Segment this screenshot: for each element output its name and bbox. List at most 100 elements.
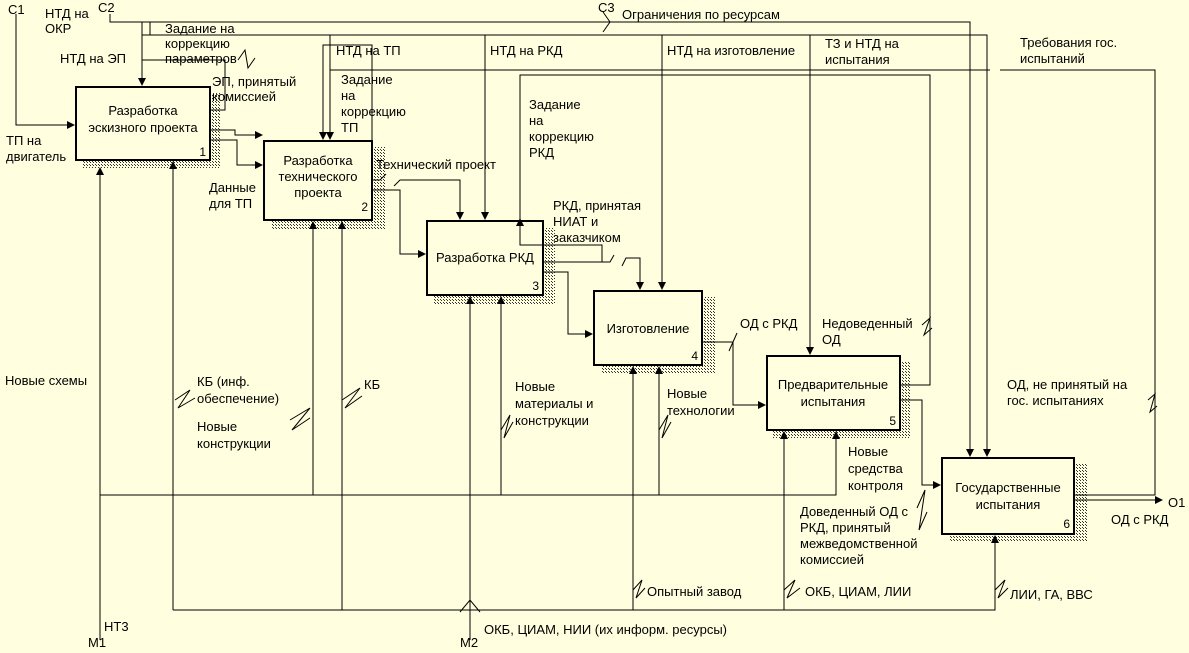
label-zad-tp-2: на xyxy=(341,88,356,103)
label-zad-param-2: коррекцию xyxy=(165,36,230,51)
box-2-title-line-3: проекта xyxy=(294,185,342,200)
label-novye-konstr-2: конструкции xyxy=(197,436,271,451)
label-novye-mat-2: материалы и xyxy=(515,396,593,411)
activity-box-4[interactable]: Изготовление 4 xyxy=(593,290,703,366)
arrow-zad-korr-rkd[interactable] xyxy=(516,218,603,262)
label-c3: C3 xyxy=(598,0,615,15)
label-dannye-tp-2: для ТП xyxy=(209,196,252,211)
label-od-ne-prin-2: гос. испытаниях xyxy=(1007,393,1104,408)
label-zad-rkd-3: коррекцию xyxy=(529,129,594,144)
label-okb-ciam-nii: ОКБ, ЦИАМ, НИИ (их информ. ресурсы) xyxy=(484,622,727,637)
label-zad-tp-4: ТП xyxy=(341,120,358,135)
box-5-title-line-1: Предварительные xyxy=(778,377,888,392)
label-c1: C1 xyxy=(8,2,25,17)
label-m1: M1 xyxy=(88,635,106,650)
arrow-novye-sredstva[interactable] xyxy=(100,431,840,496)
box-6-title-line-2: испытания xyxy=(976,497,1041,512)
squiggle-kb-inf xyxy=(174,389,196,409)
arrow-ogr-res[interactable] xyxy=(140,21,974,457)
label-nt3: НТ3 xyxy=(104,619,129,634)
label-tp-dvig-1: ТП на xyxy=(6,133,42,148)
label-tech-proekt: Технический проект xyxy=(376,157,496,172)
activity-box-6[interactable]: Государственные испытания 6 xyxy=(941,457,1075,535)
label-novye-sredstva-2: средства xyxy=(848,461,903,476)
arrow-treb-gos[interactable] xyxy=(810,34,991,457)
arrow-od-rkd[interactable] xyxy=(702,341,766,409)
arrow-tech-project[interactable] xyxy=(372,173,460,219)
label-c2: C2 xyxy=(98,0,115,15)
label-zad-rkd-2: на xyxy=(529,113,544,128)
arrow-2-to-3[interactable] xyxy=(372,189,426,258)
label-dovedennyi-3: межведомственной xyxy=(800,536,917,551)
squiggle-dovedennyi xyxy=(916,489,928,531)
squiggle-c3 xyxy=(602,11,611,33)
box-5-title-line-2: испытания xyxy=(801,394,866,409)
label-m2: M2 xyxy=(460,635,478,650)
label-ntd-izg: НТД на изготовление xyxy=(667,43,795,58)
arrow-nedoved[interactable] xyxy=(519,74,931,386)
squiggle-opytnyi xyxy=(632,579,646,599)
box-2-number: 2 xyxy=(361,200,368,214)
arrow-ep-to-2[interactable] xyxy=(210,129,263,139)
box-5-number: 5 xyxy=(889,414,896,428)
activity-box-2[interactable]: Разработка технического проекта 2 xyxy=(263,140,373,221)
label-od-rkd-out: ОД с РКД xyxy=(1111,512,1169,527)
label-zad-rkd-4: РКД xyxy=(529,145,554,160)
label-od-ne-prin-1: ОД, не принятый на xyxy=(1007,377,1128,392)
label-ntd-okr-1: НТД на xyxy=(45,6,89,21)
label-zad-param-1: Задание на xyxy=(165,21,235,36)
label-nedoved-1: Недоведенный xyxy=(822,316,913,331)
arrow-5-to-6[interactable] xyxy=(900,399,941,489)
box-1-title-line-2: эскизного проекта xyxy=(88,120,198,135)
squiggle-m2 xyxy=(459,599,481,613)
arrow-ntd-ep[interactable] xyxy=(109,14,146,86)
squiggle-okb-lii xyxy=(783,579,801,599)
label-ogr-res: Ограничения по ресурсам xyxy=(622,7,780,22)
box-1-number: 1 xyxy=(199,145,206,159)
activity-box-3[interactable]: Разработка РКД 3 xyxy=(426,220,544,296)
label-dovedennyi-4: комиссией xyxy=(800,552,864,567)
squiggle-kb xyxy=(341,387,363,409)
label-ntd-tp: НТД на ТП xyxy=(336,43,401,58)
arrow-3-to-4[interactable] xyxy=(543,271,593,338)
box-6-number: 6 xyxy=(1063,517,1070,531)
label-rkd-prin-3: заказчиком xyxy=(553,230,621,245)
label-zad-tp-3: коррекцию xyxy=(341,104,406,119)
label-okb-ciam-lii: ОКБ, ЦИАМ, ЛИИ xyxy=(805,584,911,599)
activity-box-1[interactable]: Разработка эскизного проекта 1 xyxy=(75,86,211,161)
label-opytnyi: Опытный завод xyxy=(647,584,742,599)
label-dannye-tp-1: Данные xyxy=(209,180,256,195)
label-lii-ga: ЛИИ, ГА, ВВС xyxy=(1010,587,1093,602)
label-tz-ntd-2: испытания xyxy=(825,52,890,67)
arrow-data-tp[interactable] xyxy=(210,139,263,169)
label-rkd-prin-2: НИАТ и xyxy=(553,214,598,229)
label-od-rkd: ОД с РКД xyxy=(740,316,798,331)
label-ntd-ep: НТД на ЭП xyxy=(60,51,126,66)
arrow-okb-ciam-nii[interactable] xyxy=(172,162,995,611)
label-tz-ntd-1: ТЗ и НТД на xyxy=(825,36,900,51)
label-zad-tp-1: Задание xyxy=(341,72,393,87)
arrow-rkd-accepted[interactable] xyxy=(543,254,640,289)
squiggle-param xyxy=(237,48,256,70)
squiggle-mat xyxy=(500,414,514,439)
label-ntd-okr-2: ОКР xyxy=(45,21,71,36)
label-novye-konstr-1: Новые xyxy=(197,419,237,434)
label-novye-mat-1: Новые xyxy=(515,379,555,394)
arrow-od-ne-prin[interactable] xyxy=(329,69,1156,496)
squiggle-nedoved xyxy=(921,316,933,337)
label-treb-gos-2: испытаний xyxy=(1020,51,1085,66)
squiggle-od-ne-prin xyxy=(1147,392,1158,414)
box-4-title-line-1: Изготовление xyxy=(607,321,690,336)
arrow-zad-korr-tp[interactable] xyxy=(319,44,373,170)
label-ep-prin-2: комиссией xyxy=(212,89,276,104)
squiggle-tech xyxy=(658,414,672,439)
label-kb-inf-2: обеспечение) xyxy=(197,391,279,406)
box-2-title-line-1: Разработка xyxy=(283,153,353,168)
box-4-number: 4 xyxy=(691,349,698,363)
arrow-zad-korr-param[interactable] xyxy=(142,59,226,111)
activity-box-5[interactable]: Предварительные испытания 5 xyxy=(766,355,901,431)
line-c2-branch xyxy=(142,22,151,36)
arrow-tp-input[interactable] xyxy=(15,14,75,129)
label-o1: O1 xyxy=(1168,495,1185,510)
